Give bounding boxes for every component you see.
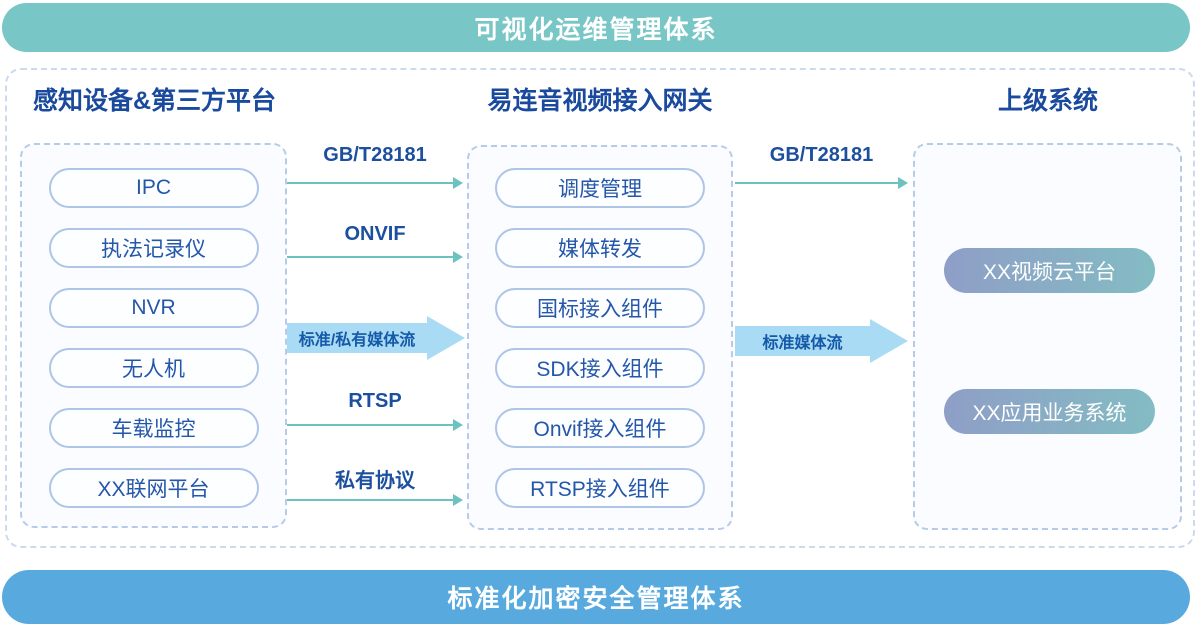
flow-label-gbt28181-right: GB/T28181 [769,144,874,166]
arrow-shaft [735,182,898,184]
arrow-rtsp [287,419,463,431]
arrow-head-icon [453,494,463,506]
gateway-item-rtsp-access: RTSP接入组件 [495,468,705,508]
gateway-item-gb-access: 国标接入组件 [495,288,705,328]
column-title-devices: 感知设备&第三方平台 [33,87,277,115]
device-item-vehicle-monitor: 车载监控 [48,408,259,448]
column-title-upper-system: 上级系统 [997,87,1098,115]
arrow-shaft [287,182,453,184]
flow-label-gbt28181-left: GB/T28181 [323,144,427,166]
block-arrow-head-icon [870,318,908,363]
block-arrow-head-icon [427,315,465,360]
arrow-onvif [287,251,463,263]
arrow-shaft [287,256,453,258]
device-item-body-camera: 执法记录仪 [48,228,259,268]
gateway-item-sdk-access: SDK接入组件 [495,348,705,388]
arrow-private-protocol [287,494,463,506]
upper-system-group-box: XX视频云平台 XX应用业务系统 [913,143,1182,530]
device-item-xx-network-platform: XX联网平台 [48,468,259,508]
upper-item-video-cloud: XX视频云平台 [944,248,1155,293]
bottom-banner-label: 标准化加密安全管理体系 [447,585,745,613]
device-item-ipc: IPC [48,168,259,208]
arrow-media-stream-right: 标准媒体流 [735,318,908,363]
gateway-item-dispatch-mgmt: 调度管理 [495,168,705,208]
arrow-gbt28181-left [287,177,463,189]
device-item-nvr: NVR [48,288,259,328]
flow-label-rtsp: RTSP [348,390,402,412]
top-banner-label: 可视化运维管理体系 [474,15,718,44]
arrow-gbt28181-right [735,177,908,189]
devices-group-box: IPC 执法记录仪 NVR 无人机 车载监控 XX联网平台 [20,143,287,528]
gateway-group-box: 调度管理 媒体转发 国标接入组件 SDK接入组件 Onvif接入组件 RTSP接… [467,145,733,530]
flow-label-media-stream-right: 标准媒体流 [735,325,870,356]
arrow-head-icon [898,177,908,189]
flow-label-onvif: ONVIF [344,223,406,245]
flow-label-media-stream-left: 标准/私有媒体流 [287,322,427,353]
arrow-head-icon [453,419,463,431]
gateway-item-media-forward: 媒体转发 [495,228,705,268]
top-banner: 可视化运维管理体系 [2,3,1190,52]
bottom-banner: 标准化加密安全管理体系 [2,570,1190,624]
arrow-media-stream-left: 标准/私有媒体流 [287,315,465,360]
column-title-gateway: 易连音视频接入网关 [487,87,713,115]
flow-label-private-protocol: 私有协议 [335,470,415,492]
gateway-item-onvif-access: Onvif接入组件 [495,408,705,448]
upper-item-app-business: XX应用业务系统 [944,389,1155,434]
device-item-drone: 无人机 [48,348,259,388]
arrow-head-icon [453,251,463,263]
arrow-head-icon [453,177,463,189]
arrow-shaft [287,424,453,426]
arrow-shaft [287,499,453,501]
